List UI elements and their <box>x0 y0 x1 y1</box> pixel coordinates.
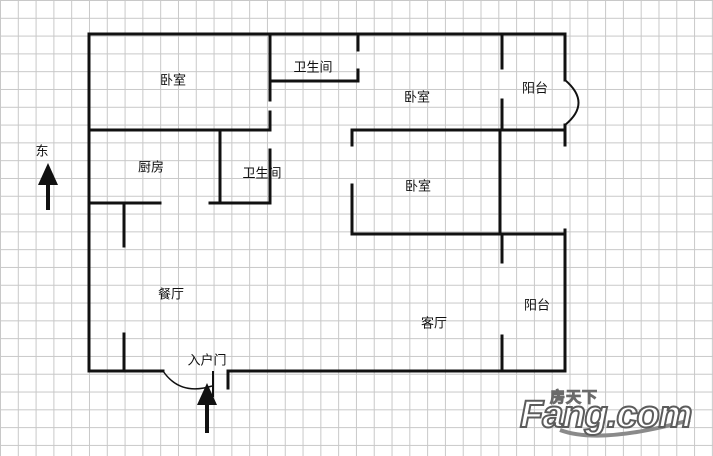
room-label-balcony-top-right: 阳台 <box>521 81 549 97</box>
room-label-balcony-bottom-right: 阳台 <box>523 298 551 314</box>
north-arrow-icon <box>38 163 58 210</box>
watermark-chinese: 房天下 <box>549 388 599 407</box>
room-label-bathroom-middle: 卫生间 <box>242 166 282 182</box>
room-label-bedroom-top-center: 卧室 <box>403 90 431 106</box>
watermark-english: Fang.com <box>519 393 693 437</box>
entrance-door-swing <box>162 370 213 390</box>
watermark-swoosh <box>559 418 691 438</box>
balcony-bay-wall <box>564 79 580 126</box>
room-label-entrance: 入户门 <box>187 353 227 369</box>
room-label-bedroom-middle: 卧室 <box>404 179 432 195</box>
room-label-dining-room: 餐厅 <box>157 287 185 303</box>
entry-arrow-icon <box>197 383 217 433</box>
room-label-living-room: 客厅 <box>420 316 448 332</box>
room-label-bedroom-top-left: 卧室 <box>159 73 187 89</box>
room-label-kitchen: 厨房 <box>137 160 165 176</box>
compass-label: 东 <box>35 144 49 160</box>
room-label-bathroom-top: 卫生间 <box>293 60 333 76</box>
